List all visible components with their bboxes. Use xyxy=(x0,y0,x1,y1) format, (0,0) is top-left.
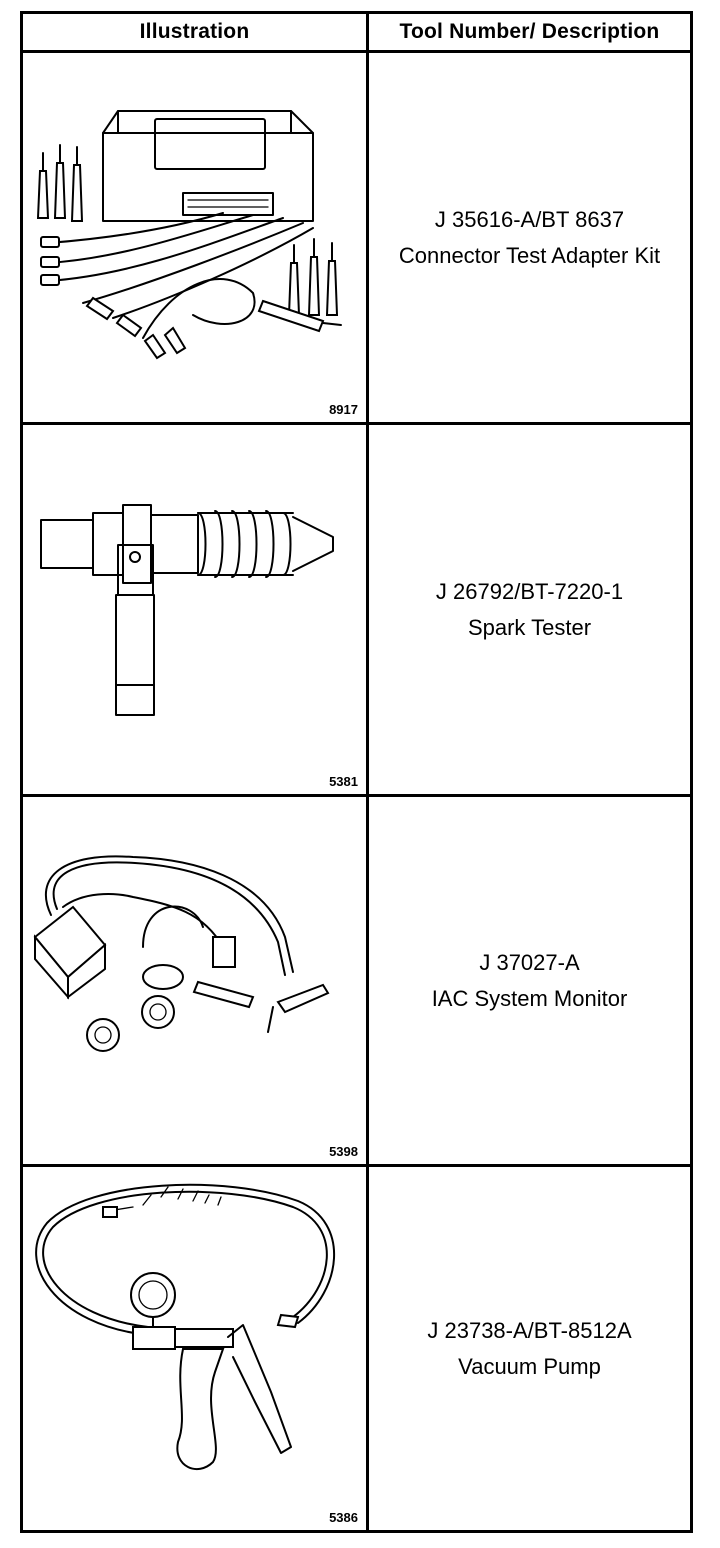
illustration-cell-2: 5381 xyxy=(23,425,366,794)
tool-number: J 35616-A/BT 8637 xyxy=(434,206,625,232)
tool-description: Spark Tester xyxy=(467,614,592,640)
description-cell-2: J 26792/BT-7220-1 Spark Tester xyxy=(369,425,690,794)
spark-tester-icon xyxy=(40,504,334,716)
header-illustration: Illustration xyxy=(139,20,250,43)
row-rule xyxy=(23,794,690,797)
figure-number: 5398 xyxy=(329,1144,358,1159)
header-rule xyxy=(23,50,690,53)
figure-number: 5381 xyxy=(329,774,358,789)
tool-number: J 37027-A xyxy=(479,949,580,975)
tool-description: IAC System Monitor xyxy=(431,985,628,1011)
illustration-cell-3: 5398 xyxy=(23,797,366,1164)
vacuum-pump-icon xyxy=(35,1183,335,1471)
adapter-kit-icon xyxy=(36,110,342,360)
row-rule xyxy=(23,422,690,425)
tool-number: J 26792/BT-7220-1 xyxy=(435,578,624,604)
illustration-cell-4: 5386 xyxy=(23,1167,366,1530)
header-description: Tool Number/ Description xyxy=(399,20,660,43)
description-cell-4: J 23738-A/BT-8512A Vacuum Pump xyxy=(369,1167,690,1530)
tool-description: Connector Test Adapter Kit xyxy=(398,242,661,268)
tool-table: Illustration Tool Number/ Description xyxy=(20,11,693,1533)
tool-number: J 23738-A/BT-8512A xyxy=(427,1317,632,1343)
tool-description: Vacuum Pump xyxy=(458,1353,601,1379)
figure-number: 5386 xyxy=(329,1510,358,1525)
illustration-cell-1: 8917 xyxy=(23,53,366,422)
iac-monitor-icon xyxy=(33,855,330,1052)
description-cell-3: J 37027-A IAC System Monitor xyxy=(369,797,690,1164)
row-rule xyxy=(23,1164,690,1167)
figure-number: 8917 xyxy=(329,402,358,417)
description-cell-1: J 35616-A/BT 8637 Connector Test Adapter… xyxy=(369,53,690,422)
column-divider xyxy=(366,14,369,1530)
